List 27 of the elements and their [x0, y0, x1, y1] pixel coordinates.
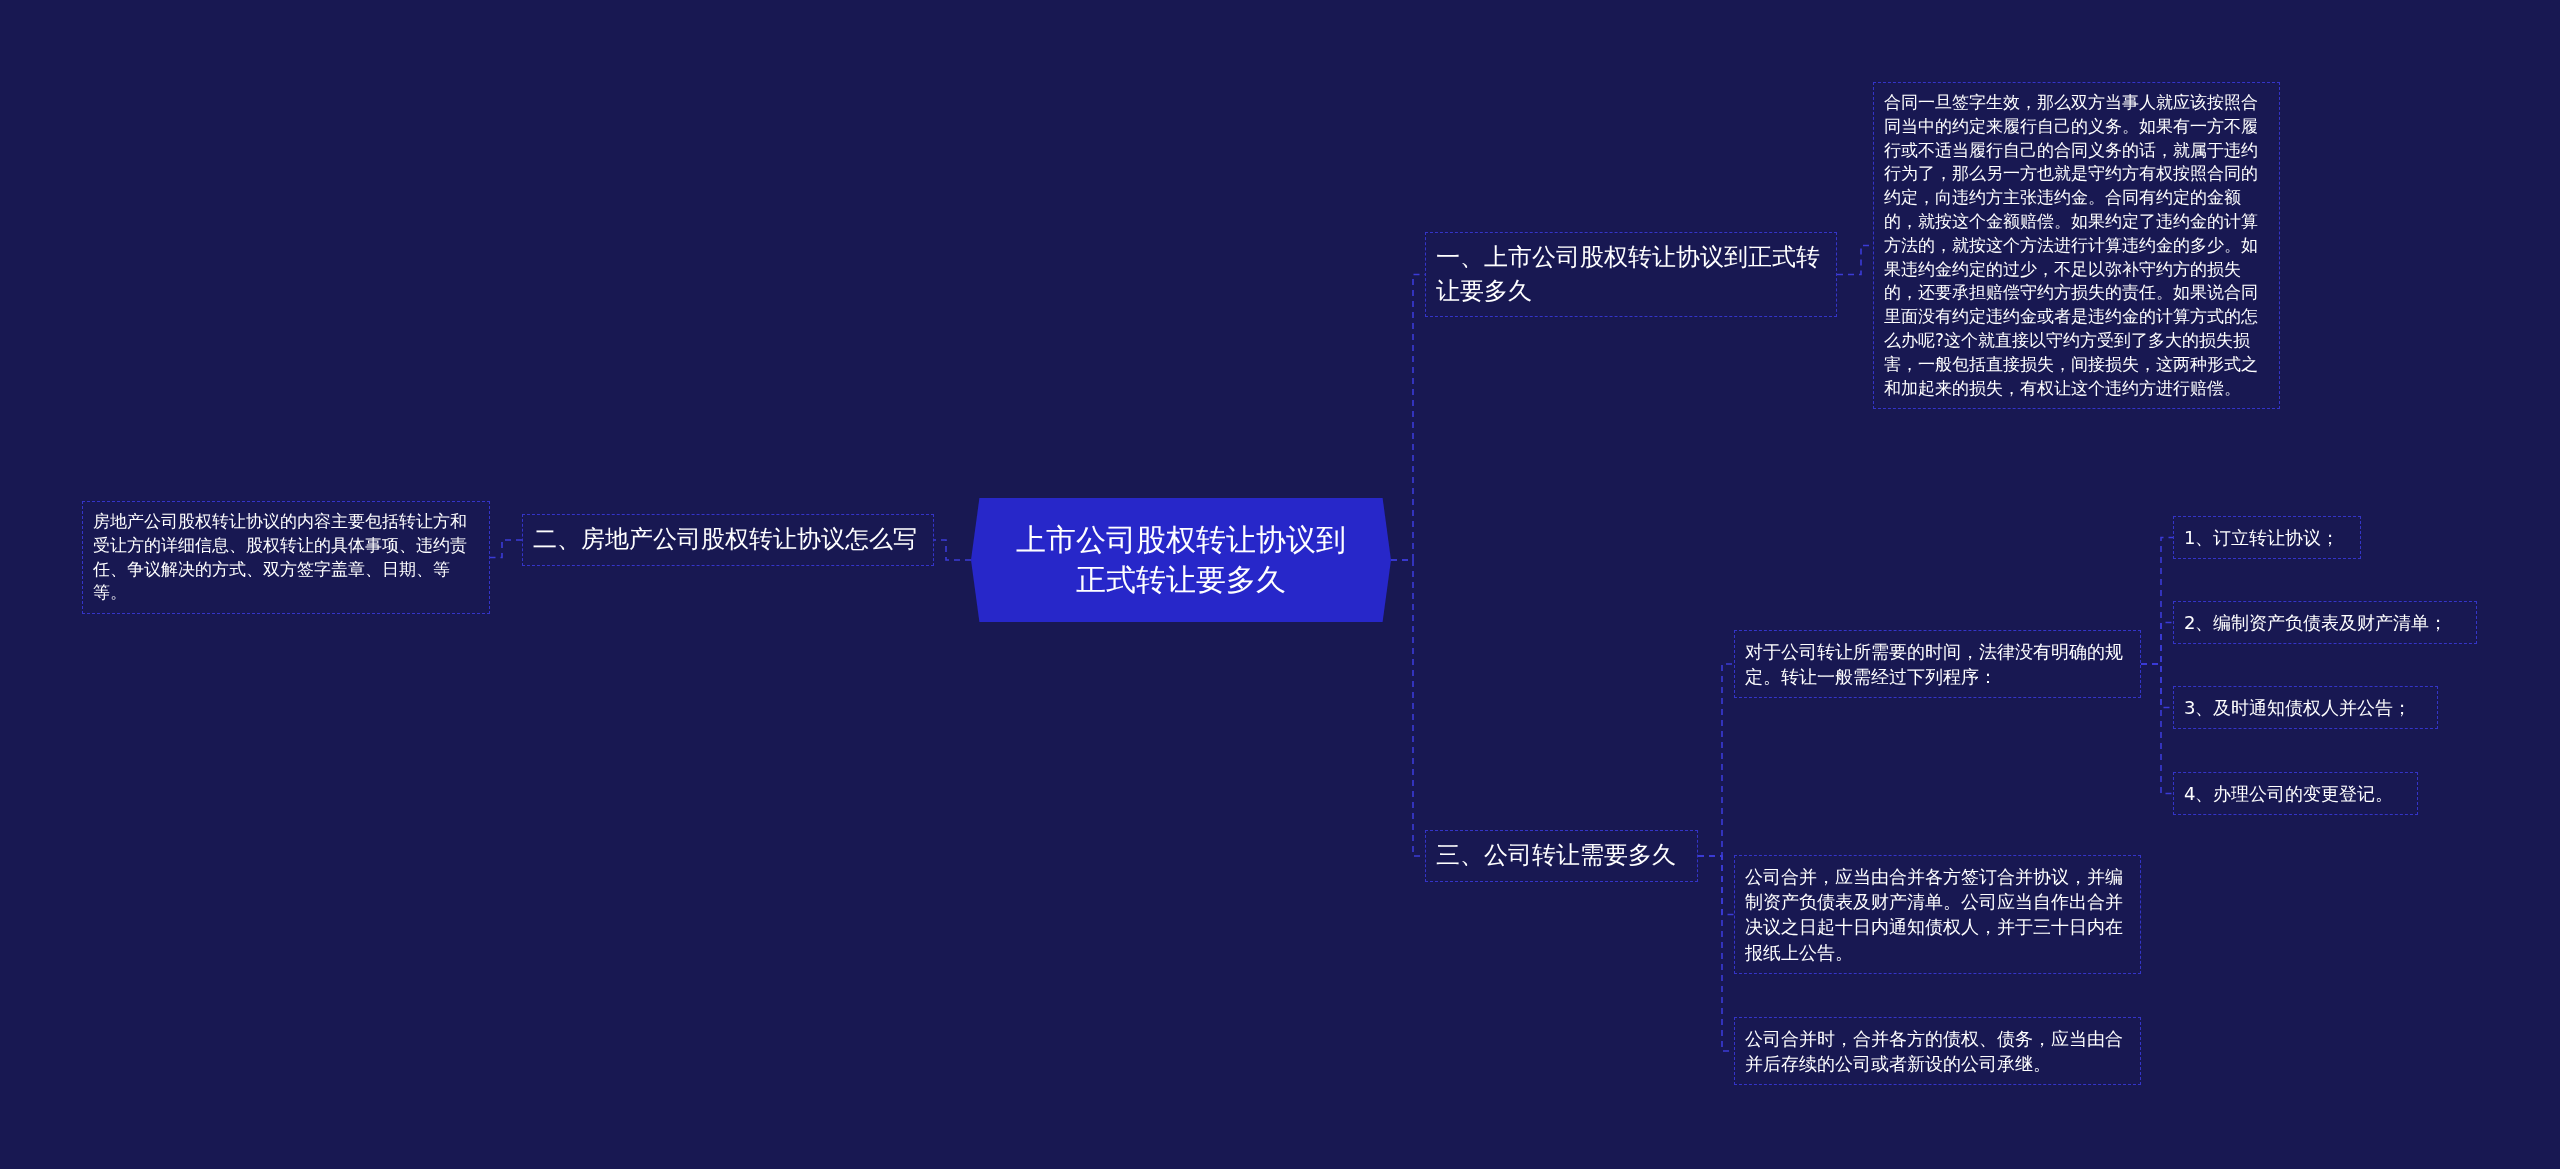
topic-text: 公司合并，应当由合并各方签订合并协议，并编制资产负债表及财产清单。公司应当自作出合并决议之日起十日内通知债权人，并于三十日内在报纸上公告。 — [1745, 865, 2124, 965]
topic-text: 3、及时通知债权人并公告； — [2184, 696, 2413, 720]
connector-line — [2140, 663, 2174, 795]
topic-box — [2173, 772, 2418, 816]
topic-box — [1425, 232, 1837, 318]
topic-text: 三、公司转让需要多久 — [1436, 840, 1677, 871]
topic-text: 2、编制资产负债表及财产清单； — [2184, 611, 2449, 635]
topic-box — [1734, 630, 2141, 699]
topic-text: 4、办理公司的变更登记。 — [2184, 782, 2395, 806]
topic-text: 一、上市公司股权转让协议到正式转让要多久 — [1436, 242, 1821, 307]
topic-text: 合同一旦签字生效，那么双方当事人就应该按照合同当中的约定来履行自己的义务。如果有一方不履行或不适当履行自己的合同义务的话，就属于违约行为了，那么另一方也就是守约方有权按照合同的约定，向违约方主张违约金。合同有约定的金额的，就按这个金额赔偿。如果约定了违约金的计算方法的，就按这个方法进行计算违约金的多少。如果违约金约定的过少，不足以弥补守约方的损失的，还要承担赔偿守约方损失的责任。如果说合同里面没有约定违约金或者是违约金的计算方式的怎么办呢?这个就直接以守约方受到了多大的损失损害，一般包括直接损失，间接损失，这两种形式之和加起来的损失，有权让这个违约方进行赔偿。 — [1884, 91, 2259, 400]
central-topic-text: 上市公司股权转让协议到正式转让要多久 — [1015, 520, 1347, 599]
topic-box — [82, 501, 490, 615]
topic-text: 1、订立转让协议； — [2184, 526, 2341, 550]
topic-text: 对于公司转让所需要的时间，法律没有明确的规定。转让一般需经过下列程序： — [1745, 640, 2124, 690]
topic-text: 公司合并时，合并各方的债权、债务，应当由合并后存续的公司或者新设的公司承继。 — [1745, 1027, 2124, 1077]
topic-box — [1425, 830, 1698, 882]
topic-box — [1734, 1017, 2141, 1086]
topic-text: 二、房地产公司股权转让协议怎么写 — [533, 524, 918, 555]
topic-text: 房地产公司股权转让协议的内容主要包括转让方和受让方的详细信息、股权转让的具体事项、违约责任、争议解决的方式、双方签字盖章、日期、等等。 — [93, 510, 468, 605]
topic-box — [1734, 855, 2141, 974]
connector-line — [489, 539, 523, 559]
topic-box — [2173, 601, 2477, 645]
topic-box — [522, 514, 934, 566]
topic-box — [2173, 686, 2438, 730]
connector-line — [933, 539, 972, 561]
topic-box — [2173, 516, 2361, 560]
